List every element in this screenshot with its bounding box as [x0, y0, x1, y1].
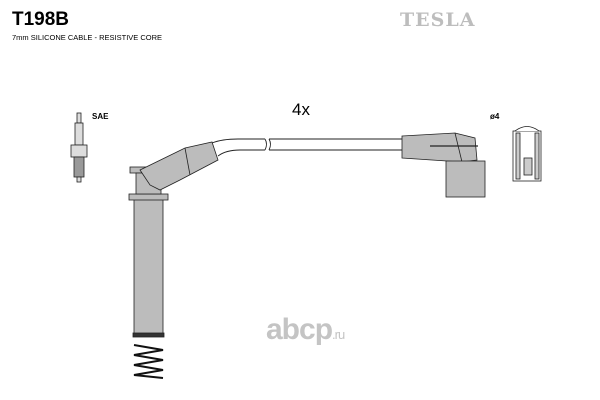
- spark-plug-boot: [128, 141, 219, 338]
- part-number: T198B: [12, 9, 70, 30]
- quantity-label: 4x: [292, 100, 310, 119]
- coil-boot: [401, 132, 486, 198]
- watermark-tld: .ru: [332, 327, 345, 342]
- part-description: 7mm SILICONE CABLE - RESISTIVE CORE: [12, 33, 163, 42]
- watermark: abcp.ru: [266, 313, 345, 347]
- spark-plug-icon: [70, 112, 88, 183]
- terminal-icon: [512, 126, 542, 182]
- watermark-name: abcp: [266, 313, 333, 346]
- plug-type-label: SAE: [92, 112, 109, 121]
- brand-logo: TESLA: [400, 9, 476, 31]
- boot-spring: [133, 344, 164, 379]
- cable: [211, 138, 402, 157]
- terminal-diameter-label: ø4: [490, 112, 500, 121]
